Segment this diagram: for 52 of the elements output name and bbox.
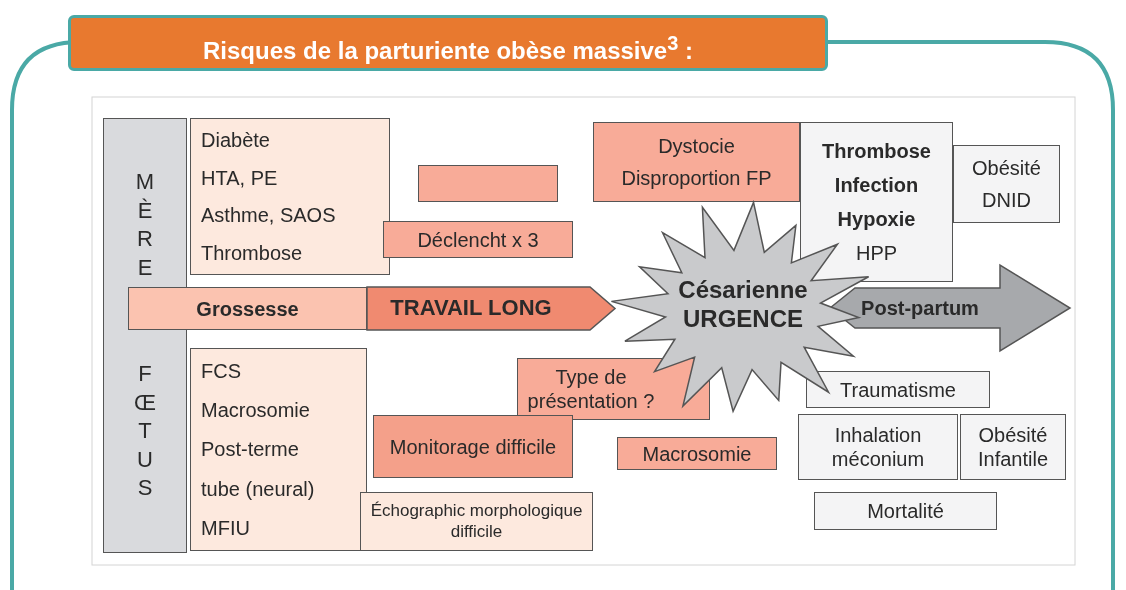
risk-label: Macrosomie [642,441,752,466]
vertical-label: MÈRE [134,167,156,282]
risk-box [800,122,953,282]
risk-box [190,348,367,551]
risk-label: Hypoxie [837,207,916,231]
risk-label: Échographic morphologique difficile [369,501,584,542]
risk-item: tube (neural) [201,476,315,501]
risk-box [617,437,777,470]
risk-item: MFIU [201,516,250,541]
risk-label: HPP [855,241,898,265]
title-banner: Risques de la parturiente obèse massive$^{3}$ : [68,15,828,71]
stage-arrow-shape [367,287,615,330]
risk-item: Thrombose [201,241,303,266]
risk-box [798,414,958,480]
risk-item: FCS [201,358,241,383]
risk-label: TRAVAIL LONG [390,295,552,322]
risk-label: Césarienne URGENCE [677,276,809,334]
risk-label: Thrombose [822,139,931,163]
risk-label: Dystocie [658,134,735,158]
risk-box [373,415,573,478]
risk-item: Asthme, SAOS [201,203,336,228]
side-bar [103,118,187,553]
risk-label: Obésité Infantile [976,423,1050,471]
risk-box [593,122,800,202]
risk-item: Diabète [201,127,270,152]
risk-label: Disproportion FP [621,166,772,190]
risk-box [960,414,1066,480]
risk-item: Post-terme [201,437,299,462]
stage-arrow-shape [830,265,1070,351]
risk-label: Infection [834,173,919,197]
risk-label: Traumatisme [840,377,956,402]
risk-box [517,358,710,420]
risk-label: Obésité [972,156,1041,180]
risk-box [418,165,558,202]
risk-label: Mortalité [867,499,944,523]
risk-label: Monitorage difficile [389,434,557,459]
risk-item: Macrosomie [201,398,310,423]
risk-box [806,371,990,408]
risk-box [814,492,997,530]
risk-label: Déclencht x 3 [417,227,539,252]
risk-label: DNID [982,188,1031,212]
risk-label: Type de présentation ? [526,365,656,413]
stage-bar [128,287,367,330]
risk-label: Inhalation méconium [830,423,926,471]
risk-box [190,118,390,275]
vertical-label: FŒTUS [134,360,156,503]
risk-item: HTA, PE [201,165,278,190]
risk-box [360,492,593,551]
risk-label: Grossesse [196,296,299,321]
risk-box [953,145,1060,223]
risk-label: Post-partum [861,296,979,320]
risk-box [383,221,573,258]
